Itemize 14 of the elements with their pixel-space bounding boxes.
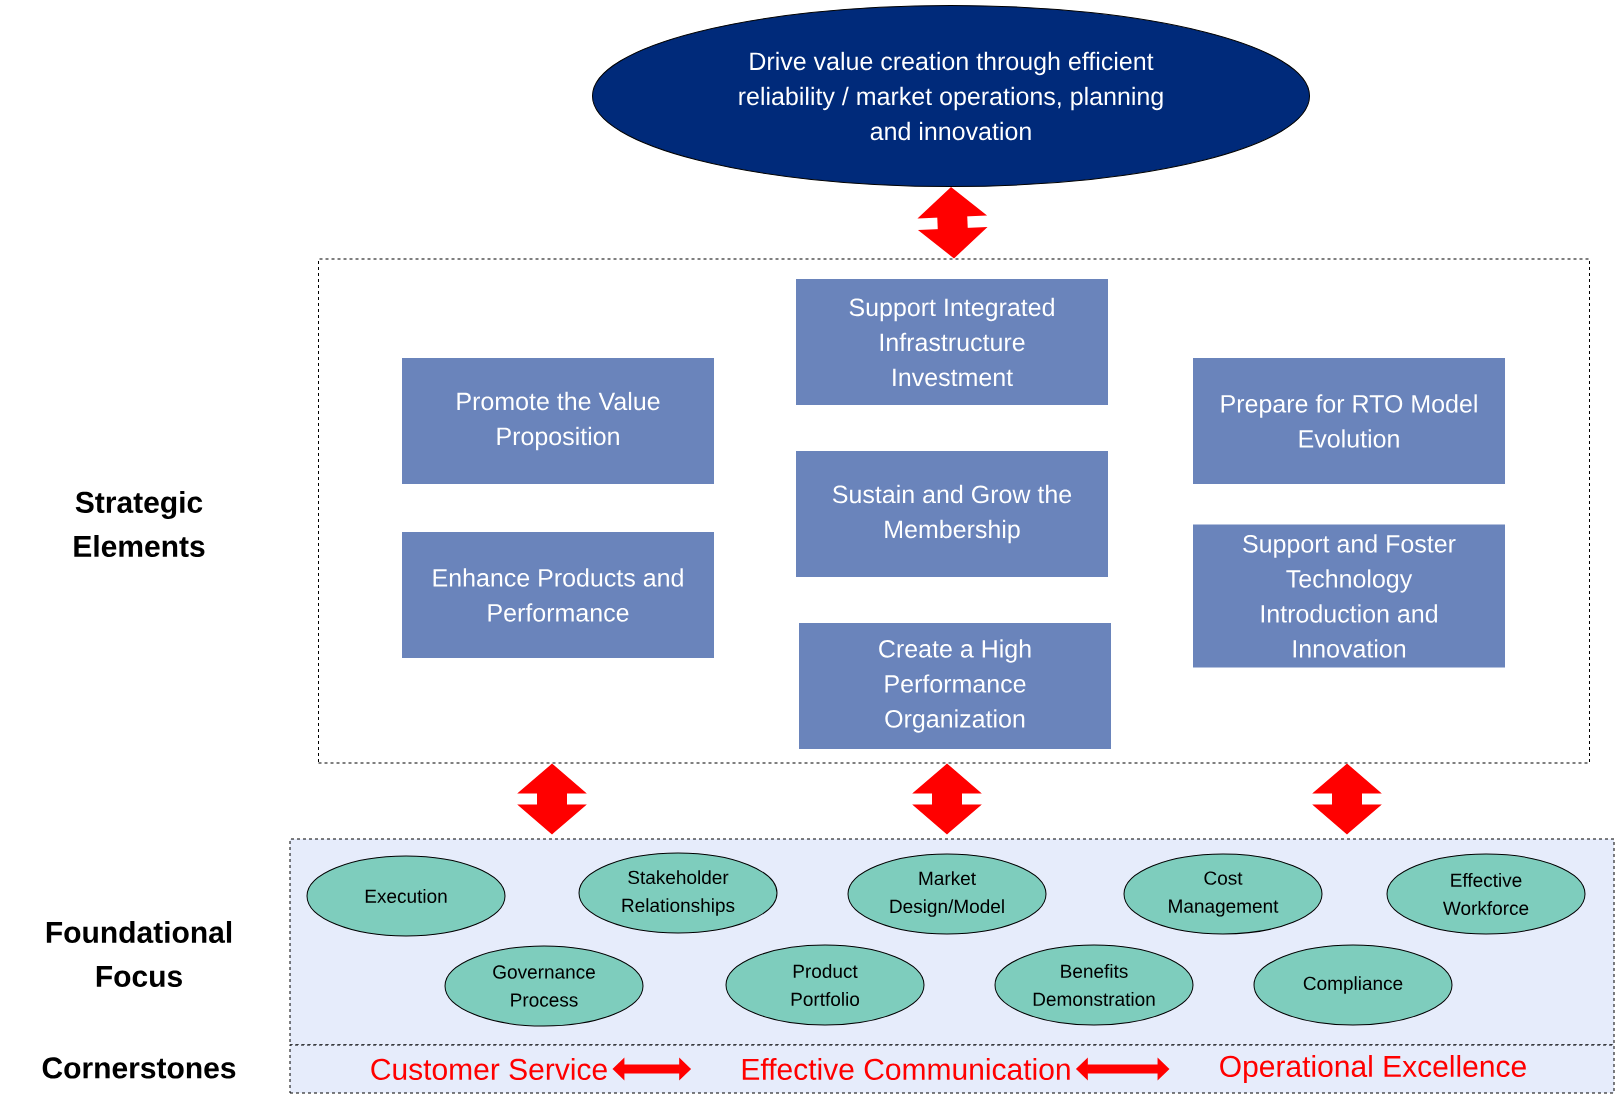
- section-label: Cornerstones: [42, 1057, 236, 1079]
- cornerstone-text: Customer Service: [371, 1058, 607, 1080]
- cornerstone-text: Effective Communication: [742, 1058, 1070, 1080]
- element-box: Sustain and Grow the Membership: [796, 451, 1108, 577]
- focus-panel: [289, 1044, 1615, 1094]
- cornerstone-text: Operational Excellence: [1220, 1055, 1526, 1083]
- element-box: Support and Foster Technology Introduction and Innovation: [1193, 524, 1505, 668]
- section-label: Foundational Focus: [46, 921, 232, 987]
- element-box: Create a High Performance Organization: [799, 623, 1111, 749]
- element-box: Support Integrated Infrastructure Investment: [796, 279, 1108, 405]
- section-label: Strategic Elements: [74, 491, 205, 557]
- element-box: Prepare for RTO Model Evolution: [1193, 358, 1505, 484]
- element-box: Enhance Products and Performance: [402, 532, 714, 658]
- element-box: Promote the Value Proposition: [402, 358, 714, 484]
